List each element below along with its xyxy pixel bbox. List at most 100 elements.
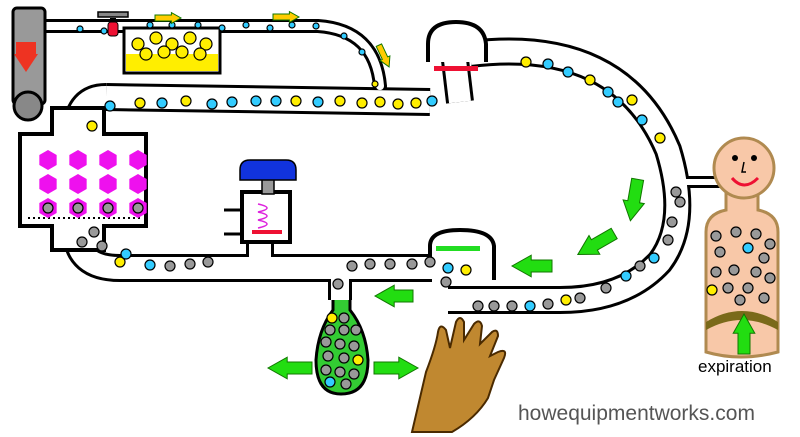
co2-molecule-icon: [764, 238, 776, 250]
absorber-granule-icon: [69, 150, 87, 170]
co2-molecule-icon: [674, 196, 686, 208]
co2-molecule-icon: [710, 230, 722, 242]
oxygen-molecule-icon: [340, 32, 348, 40]
oxygen-molecule-icon: [100, 27, 108, 35]
co2-molecule-icon: [488, 300, 500, 312]
vapour-molecule-icon: [326, 312, 338, 324]
website-watermark: howequipmentworks.com: [518, 402, 755, 425]
oxygen-molecule-icon: [270, 95, 282, 107]
co2-molecule-icon: [666, 216, 678, 228]
co2-molecule-icon: [322, 350, 334, 362]
oxygen-molecule-icon: [206, 98, 218, 110]
co2-molecule-icon: [346, 260, 358, 272]
oxygen-molecule-icon: [226, 96, 238, 108]
co2-molecule-icon: [164, 260, 176, 272]
oxygen-molecule-icon: [266, 24, 274, 32]
co2-molecule-icon: [472, 300, 484, 312]
flow-arrow-icon: [622, 177, 646, 222]
oxygen-molecule-icon: [426, 95, 438, 107]
co2-molecule-icon: [338, 352, 350, 364]
flow-arrow-icon: [373, 284, 414, 308]
co2-molecule-icon: [730, 226, 742, 238]
co2-molecule-icon: [670, 186, 682, 198]
co2-molecule-icon: [750, 228, 762, 240]
absorber-granule-icon: [129, 150, 147, 170]
oxygen-molecule-icon: [524, 300, 536, 312]
vapour-molecule-icon: [157, 45, 171, 59]
co2-molecule-icon: [384, 258, 396, 270]
vapour-molecule-icon: [199, 37, 213, 51]
co2-molecule-icon: [600, 282, 612, 294]
oxygen-molecule-icon: [312, 22, 320, 30]
oxygen-molecule-icon: [288, 21, 296, 29]
co2-molecule-icon: [542, 298, 554, 310]
oxygen-molecule-icon: [242, 21, 250, 29]
patient-icon: [704, 136, 780, 359]
vapour-molecule-icon: [520, 56, 532, 68]
co2-molecule-icon: [72, 202, 84, 214]
vapour-molecule-icon: [134, 97, 146, 109]
oxygen-molecule-icon: [562, 66, 574, 78]
co2-molecule-icon: [364, 258, 376, 270]
co2-molecule-icon: [102, 202, 114, 214]
co2-molecule-icon: [338, 324, 350, 336]
co2-molecule-icon: [758, 252, 770, 264]
apl-valve-icon: [224, 159, 297, 244]
absorber-granule-icon: [39, 150, 57, 170]
vapour-molecule-icon: [626, 94, 638, 106]
co2-molecule-icon: [424, 256, 436, 268]
vapour-molecule-icon: [392, 98, 404, 110]
oxygen-molecule-icon: [648, 252, 660, 264]
reservoir-bag-icon: [314, 300, 370, 396]
vaporizer-icon: [122, 26, 222, 75]
vapour-molecule-icon: [114, 256, 126, 268]
co2-molecule-icon: [42, 202, 54, 214]
oxygen-molecule-icon: [602, 86, 614, 98]
co2-molecule-icon: [634, 260, 646, 272]
oxygen-cylinder-icon: [11, 6, 47, 122]
absorber-granule-icon: [129, 174, 147, 194]
oxygen-molecule-icon: [218, 24, 226, 32]
flow-arrow-icon: [272, 10, 301, 24]
vapour-molecule-icon: [356, 97, 368, 109]
co2-molecule-icon: [348, 368, 360, 380]
co2-molecule-icon: [440, 276, 452, 288]
flowmeter-icon: [97, 11, 129, 37]
co2-absorber-icon: [18, 106, 148, 252]
co2-molecule-icon: [506, 300, 518, 312]
vapour-molecule-icon: [584, 74, 596, 86]
vapour-molecule-icon: [352, 354, 364, 366]
flow-arrow-icon: [576, 227, 618, 256]
expiration-label: expiration: [698, 357, 772, 376]
oxygen-molecule-icon: [120, 248, 132, 260]
co2-molecule-icon: [742, 282, 754, 294]
co2-molecule-icon: [728, 264, 740, 276]
oxygen-molecule-icon: [144, 259, 156, 271]
gas-molecules: [76, 21, 686, 312]
oxygen-molecule-icon: [156, 97, 168, 109]
vapour-molecule-icon: [560, 294, 572, 306]
vapour-molecule-icon: [86, 120, 98, 132]
flow-arrow-icon: [266, 356, 313, 380]
vapour-molecule-icon: [175, 45, 189, 59]
absorber-granule-icon: [69, 174, 87, 194]
co2-molecule-icon: [324, 324, 336, 336]
co2-molecule-icon: [184, 258, 196, 270]
vapour-molecule-icon: [334, 95, 346, 107]
oxygen-molecule-icon: [250, 95, 262, 107]
co2-molecule-icon: [334, 366, 346, 378]
co2-molecule-icon: [320, 336, 332, 348]
oxygen-molecule-icon: [104, 100, 116, 112]
flow-arrow-icon: [154, 11, 183, 25]
co2-molecule-icon: [734, 294, 746, 306]
oxygen-molecule-icon: [324, 376, 336, 388]
co2-molecule-icon: [406, 258, 418, 270]
co2-molecule-icon: [710, 266, 722, 278]
hand-icon: [410, 317, 507, 433]
co2-molecule-icon: [338, 312, 350, 324]
vapour-molecule-icon: [460, 264, 472, 276]
vapour-molecule-icon: [183, 31, 197, 45]
oxygen-molecule-icon: [620, 270, 632, 282]
oxygen-molecule-icon: [194, 21, 202, 29]
